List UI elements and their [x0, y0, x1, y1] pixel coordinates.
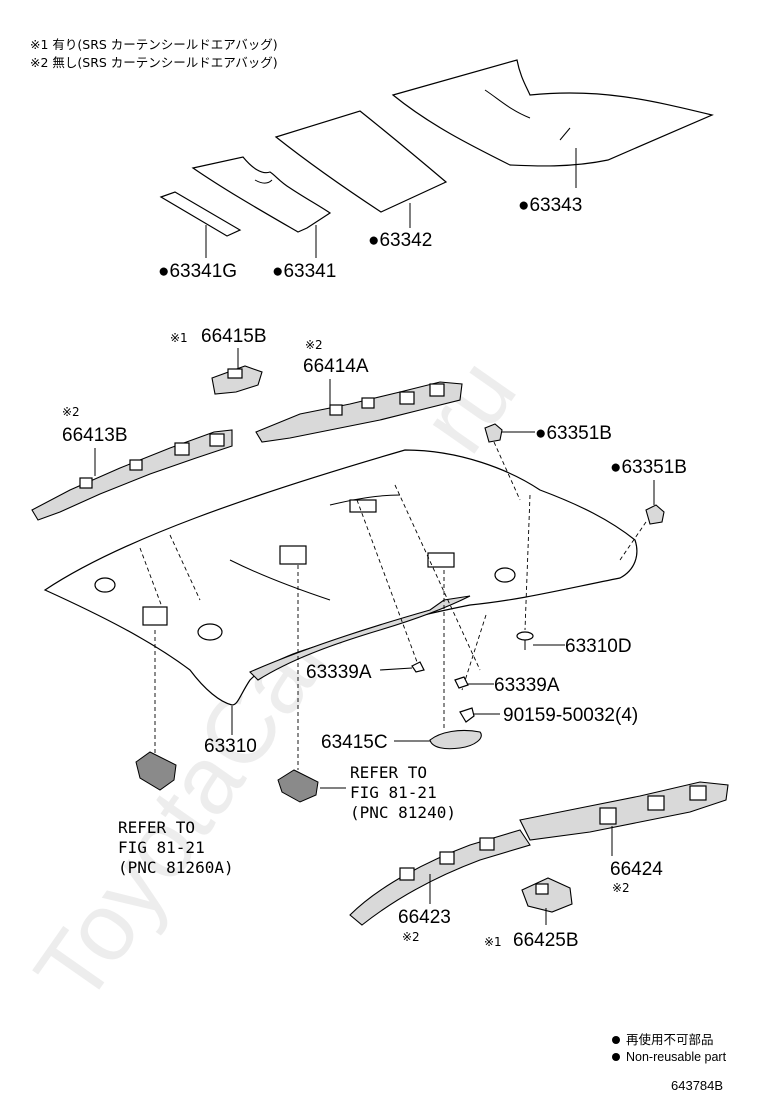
clip-63339a-b-drawing — [454, 676, 469, 689]
headlining-63310-drawing — [43, 449, 638, 706]
legend-jp: 再使用不可部品 — [626, 1032, 714, 1047]
ref-lamp-81240-drawing — [277, 769, 319, 803]
mark-66424: ※2 — [612, 881, 630, 895]
pad-63342-drawing — [274, 110, 448, 213]
label-66425b: 66425B — [513, 930, 579, 951]
ref-b-line1: REFER TO — [118, 818, 195, 837]
label-66424: 66424 — [610, 859, 663, 880]
label-66423: 66423 — [398, 907, 451, 928]
label-63415c: 63415C — [321, 732, 388, 753]
ref-a-line2: FIG 81-21 — [350, 783, 437, 802]
ref-b-line3: (PNC 81260A) — [118, 858, 234, 877]
note-srs-not-equipped: ※2 無し(SRS カーテンシールドエアバッグ) — [30, 55, 278, 70]
note-srs-equipped: ※1 有り(SRS カーテンシールドエアバッグ) — [30, 37, 278, 52]
mark-66413b: ※2 — [62, 405, 80, 419]
legend-dot — [612, 1053, 620, 1061]
bracket-66423-drawing — [349, 829, 531, 926]
ref-lamp-81260a-drawing — [135, 751, 177, 791]
label-66413b: 66413B — [62, 425, 128, 446]
pad-63343-drawing — [391, 59, 714, 167]
label-63310: 63310 — [204, 736, 257, 757]
pad-63341g-drawing — [159, 191, 242, 237]
label-63339a-b: 63339A — [494, 675, 560, 696]
pad-63341-drawing — [191, 156, 332, 233]
ref-b-line2: FIG 81-21 — [118, 838, 205, 857]
label-63342: ●63342 — [368, 230, 432, 251]
label-63351b-a: ●63351B — [535, 423, 612, 444]
label-63310d: 63310D — [565, 636, 632, 657]
label-63341g: ●63341G — [158, 261, 237, 282]
label-66414a: 66414A — [303, 356, 369, 377]
clip-90159-drawing — [459, 707, 475, 723]
bracket-66424-drawing — [519, 781, 729, 841]
clip-63339a-a-drawing — [411, 661, 425, 673]
bracket-66413b-drawing — [31, 429, 233, 521]
label-90159: 90159-50032(4) — [503, 705, 638, 726]
mark-66423: ※2 — [402, 930, 420, 944]
label-63343: ●63343 — [518, 195, 582, 216]
bracket-66415b-drawing — [211, 365, 263, 395]
lamp-63415c-drawing — [429, 729, 482, 750]
mark-66425b: ※1 — [484, 935, 502, 949]
mark-66415b: ※1 — [170, 331, 188, 345]
bracket-66414a-drawing — [255, 381, 463, 443]
legend-dot — [612, 1036, 620, 1044]
clip-63351b-a-drawing — [484, 423, 503, 443]
label-63339a-a: 63339A — [306, 662, 372, 683]
ref-a-line1: REFER TO — [350, 763, 427, 782]
mark-66414a: ※2 — [305, 338, 323, 352]
label-66415b: 66415B — [201, 326, 267, 347]
ref-a-line3: (PNC 81240) — [350, 803, 456, 822]
bracket-66425b-drawing — [521, 877, 573, 913]
label-63341: ●63341 — [272, 261, 336, 282]
figure-id: 643784B — [671, 1078, 723, 1093]
bolt-63310d-drawing — [516, 631, 534, 650]
label-63351b-b: ●63351B — [610, 457, 687, 478]
legend-en: Non-reusable part — [626, 1050, 727, 1064]
clip-63351b-b-drawing — [645, 504, 665, 525]
legend: 再使用不可部品 Non-reusable part — [612, 1032, 727, 1064]
